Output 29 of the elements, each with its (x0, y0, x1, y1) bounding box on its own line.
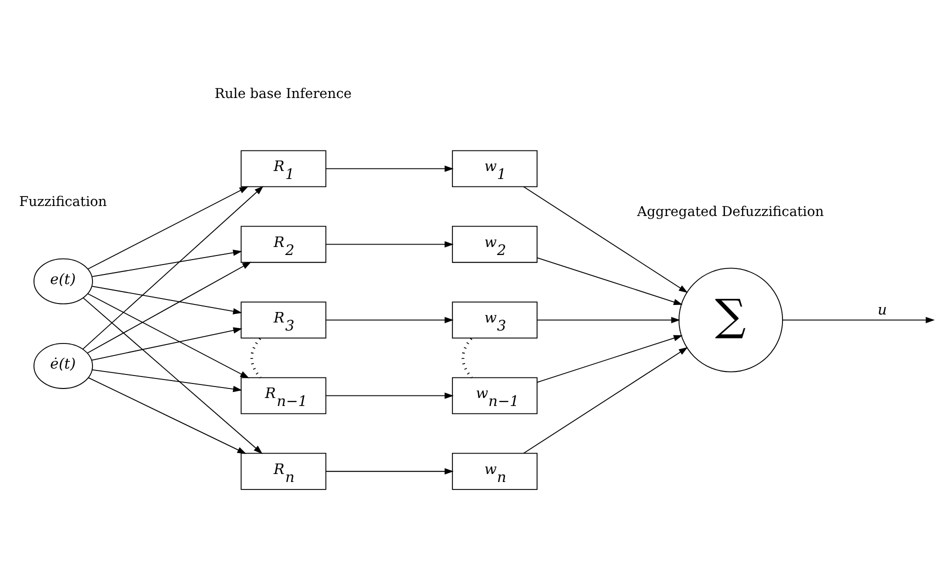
arrow (87, 292, 250, 378)
arrow (92, 249, 242, 276)
arrow (92, 285, 242, 314)
node-ellipse: ė(t) (34, 342, 93, 388)
arrow (536, 256, 683, 305)
node-ellipse: e(t) (34, 258, 93, 304)
arrow (326, 240, 454, 248)
arrow (82, 296, 263, 454)
arrow (88, 376, 246, 454)
arrow (326, 392, 454, 398)
arrow (82, 185, 264, 350)
arrow (87, 261, 252, 353)
connector (250, 337, 262, 378)
edge-label: u (878, 302, 887, 318)
arrow (326, 316, 454, 323)
arrow (782, 316, 935, 323)
arrow (92, 368, 242, 392)
arrow (87, 186, 249, 269)
arrow (91, 326, 242, 360)
arrow (536, 316, 680, 323)
connector (462, 337, 473, 378)
label: Aggregated Defuzzification (637, 203, 824, 220)
label: Rule base Inference (214, 85, 352, 102)
arrow (523, 186, 688, 292)
arrow (523, 346, 688, 454)
arrow (536, 334, 683, 382)
arrow (326, 468, 454, 474)
label: Fuzzification (19, 194, 107, 210)
arrow (326, 165, 454, 172)
